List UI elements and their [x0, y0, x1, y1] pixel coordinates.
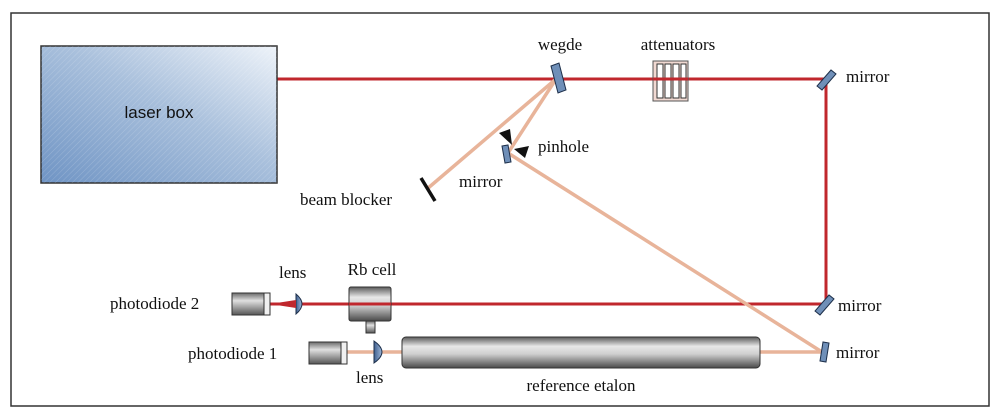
reference-etalon-label: reference etalon: [527, 376, 636, 395]
mirror-top-right: [816, 69, 837, 91]
beam-blocker: [419, 177, 437, 202]
attenuators: [652, 60, 689, 102]
rb-cell-label: Rb cell: [348, 260, 397, 279]
mirror-middle-right: [814, 294, 835, 316]
wedge: [550, 62, 567, 94]
photodiode-1: [308, 341, 348, 365]
laser-box-label: laser box: [125, 103, 194, 122]
lens-top: [270, 292, 303, 316]
mirror-pinhole-label: mirror: [459, 172, 503, 191]
lens-top-label: lens: [279, 263, 306, 282]
photodiode-2: [231, 292, 271, 316]
wedge-label: wegde: [538, 35, 582, 54]
photodiode-1-label: photodiode 1: [188, 344, 277, 363]
mirror-pinhole: [501, 144, 512, 164]
mirror-middle-right-label: mirror: [838, 296, 882, 315]
reflected-beam: [345, 77, 823, 354]
pinhole-label: pinhole: [538, 137, 589, 156]
beam-blocker-label: beam blocker: [300, 190, 392, 209]
attenuators-label: attenuators: [641, 35, 716, 54]
pinhole: [499, 129, 529, 158]
rb-cell: [348, 286, 392, 334]
lens-bottom: [373, 340, 383, 364]
mirror-bottom-right-label: mirror: [836, 343, 880, 362]
diagram-frame: [10, 12, 990, 407]
mirror-bottom-right: [819, 341, 830, 363]
lens-bottom-label: lens: [356, 368, 383, 387]
reference-etalon: [401, 336, 761, 369]
laser-box: laser box: [40, 45, 278, 184]
photodiode-2-label: photodiode 2: [110, 294, 199, 313]
mirror-top-right-label: mirror: [846, 67, 890, 86]
